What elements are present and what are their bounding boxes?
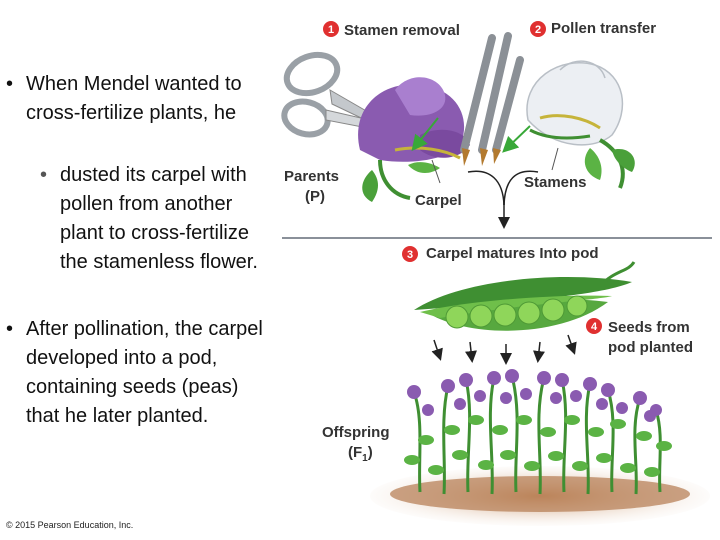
step-3-badge [402, 246, 418, 262]
step-2-header: 2 Pollen transfer [530, 20, 656, 37]
bullet-1-sub: • dusted its carpel with pollen from ano… [40, 161, 276, 277]
white-flower [526, 60, 635, 189]
bullet-1-text: When Mendel wanted to cross-fertilize pl… [26, 73, 242, 124]
bullet-1-sub-text: dusted its carpel with pollen from anoth… [60, 164, 258, 273]
step-4-label-line2: pod planted [608, 339, 693, 356]
step-4-number: 4 [591, 321, 598, 333]
step-1-number: 1 [328, 24, 334, 36]
seed-arrows [431, 334, 577, 365]
pea-pod [414, 261, 636, 331]
green-arrow-pollen-left [411, 117, 439, 152]
carpel-label: Carpel [415, 192, 462, 209]
step-1-label: Stamen removal [344, 22, 460, 39]
curved-arrow-left [467, 170, 505, 206]
paintbrush-icon [460, 32, 524, 166]
step-1-header: 1 Stamen removal [323, 21, 460, 39]
step-3-number: 3 [407, 249, 413, 261]
copyright-notice: © 2015 Pearson Education, Inc. [6, 520, 134, 530]
stamens-pointer [551, 147, 559, 171]
curved-arrow-right [503, 170, 539, 206]
step-3-label: Carpel matures Into pod [426, 245, 599, 262]
bullet-mark: • [6, 318, 14, 340]
bullet-2: • After pollination, the carpel develope… [6, 315, 268, 431]
step-2-label: Pollen transfer [551, 20, 656, 37]
bullet-2-text: After pollination, the carpel developed … [26, 318, 263, 427]
step-4-badge [586, 318, 602, 334]
text-column: • When Mendel wanted to cross-fertilize … [0, 0, 280, 540]
offspring-subscript: 1 [362, 453, 368, 464]
stamens-label: Stamens [524, 174, 587, 191]
offspring-plants [404, 369, 672, 495]
step-1-badge [323, 21, 339, 37]
bullet-mark-sub: • [40, 164, 48, 186]
step-2-badge [530, 21, 546, 37]
step-3-header: 3 Carpel matures Into pod [402, 245, 599, 262]
parents-symbol: (P) [305, 188, 325, 205]
offspring-symbol-main: (F [348, 444, 362, 461]
offspring-symbol: (F1) [348, 444, 373, 464]
bullet-1: • When Mendel wanted to cross-fertilize … [6, 70, 268, 128]
carpel-pointer [431, 159, 441, 184]
green-arrow-pollen-right [502, 125, 531, 153]
parents-label: Parents [284, 168, 339, 185]
bullet-mark: • [6, 73, 14, 95]
step-4-label-line1: Seeds from [608, 319, 690, 336]
step-4-header: 4 Seeds from pod planted [586, 318, 693, 356]
purple-flower [358, 77, 470, 202]
step-2-number: 2 [535, 24, 541, 36]
offspring-symbol-close: ) [368, 444, 373, 461]
offspring-label: Offspring [322, 424, 390, 441]
